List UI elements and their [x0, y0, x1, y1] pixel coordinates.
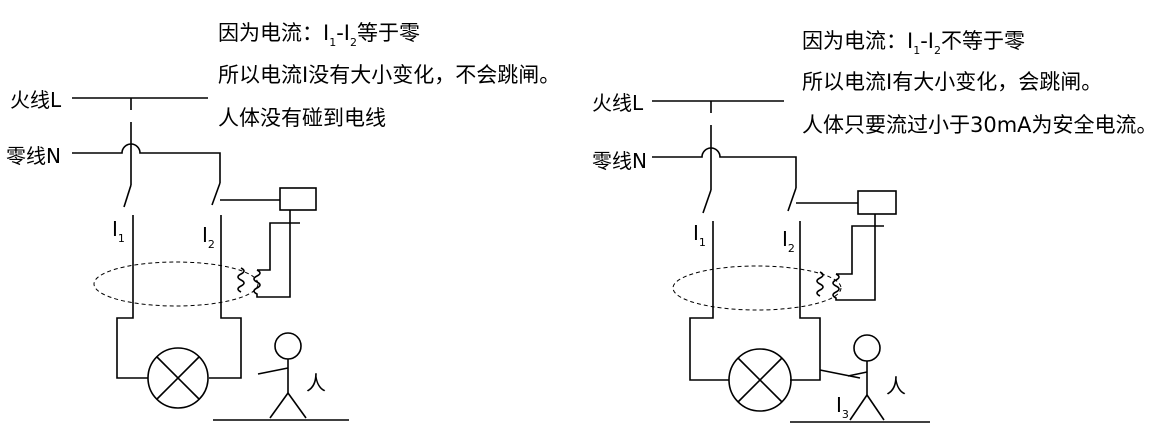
left-text-line-3: 人体没有碰到电线 [218, 106, 386, 130]
right-diagram: 因为电流：I1-I2不等于零 所以电流I有大小变化，会跳闸。 人体只要流过小于3… [592, 29, 1158, 423]
right-coil-2 [832, 214, 876, 301]
right-person-label: 人 [886, 374, 906, 398]
right-coil-1 [816, 271, 824, 297]
right-person [847, 334, 885, 421]
left-diagram: 因为电流：I1-I2等于零 所以电流I没有大小变化，不会跳闸。 人体没有碰到电线… [6, 21, 560, 421]
left-text-line-1: 因为电流：I1-I2等于零 [218, 21, 420, 49]
right-neutral-label: 零线N [592, 149, 647, 173]
left-person-label: 人 [306, 371, 326, 395]
left-neutral-wire [72, 143, 221, 183]
left-conductor-1 [116, 215, 148, 379]
left-ct-core [93, 261, 259, 307]
right-i2-label: I2 [782, 227, 795, 255]
left-switch-1 [123, 184, 132, 208]
right-neutral-wire [652, 147, 797, 188]
right-coil-lead [836, 225, 884, 275]
left-text-line-2: 所以电流I没有大小变化，不会跳闸。 [218, 63, 560, 87]
left-neutral-label: 零线N [6, 144, 61, 168]
left-coil-lead [257, 222, 300, 271]
right-text-line-1: 因为电流：I1-I2不等于零 [802, 29, 1025, 57]
right-live-label: 火线L [592, 91, 644, 115]
right-conductor-2 [790, 221, 821, 381]
left-person [257, 332, 307, 419]
right-i3-label: I3 [836, 393, 849, 421]
left-live-label: 火线L [10, 88, 62, 112]
right-ct-core [672, 265, 842, 311]
left-coil-1 [237, 267, 245, 293]
right-i1-label: I1 [693, 221, 706, 249]
right-lamp [728, 348, 792, 412]
right-text-line-3: 人体只要流过小于30mA为安全电流。 [802, 113, 1158, 137]
left-trip-relay [279, 187, 317, 211]
left-switch-2 [211, 182, 221, 206]
right-trip-relay [857, 190, 897, 215]
left-i1-label: I1 [112, 217, 125, 245]
left-lamp [147, 347, 209, 409]
left-i2-label: I2 [202, 223, 215, 251]
right-switch-2 [787, 187, 797, 212]
right-conductor-1 [689, 221, 729, 381]
left-conductor-2 [209, 215, 242, 379]
right-text-line-2: 所以电流I有大小变化，会跳闸。 [802, 70, 1102, 94]
left-coil-2 [253, 210, 291, 298]
right-leakage-path [819, 369, 861, 379]
right-switch-1 [702, 189, 712, 214]
